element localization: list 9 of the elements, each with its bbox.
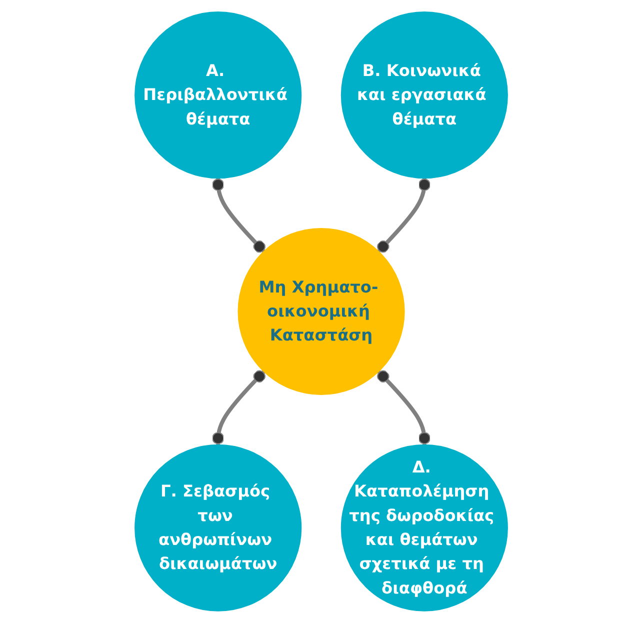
node-circle: Γ. Σεβασμός των ανθρωπίνων δικαιωμάτων	[134, 444, 302, 612]
node-circle: Α. Περιβαλλοντικά θέματα	[134, 12, 302, 179]
node-circle: Β. Κοινωνικά και εργασιακά θέματα	[341, 12, 508, 179]
node-circle: Δ. Καταπολέμηση της δωροδοκίας και θεμάτων σχετικά με τη διαφθορά	[341, 444, 508, 612]
connector	[212, 370, 266, 445]
node-circle: Μη Χρηματο- οικονομική Καταστάση	[238, 228, 406, 396]
connector	[212, 178, 266, 253]
connector	[377, 178, 431, 253]
connector	[377, 370, 431, 445]
